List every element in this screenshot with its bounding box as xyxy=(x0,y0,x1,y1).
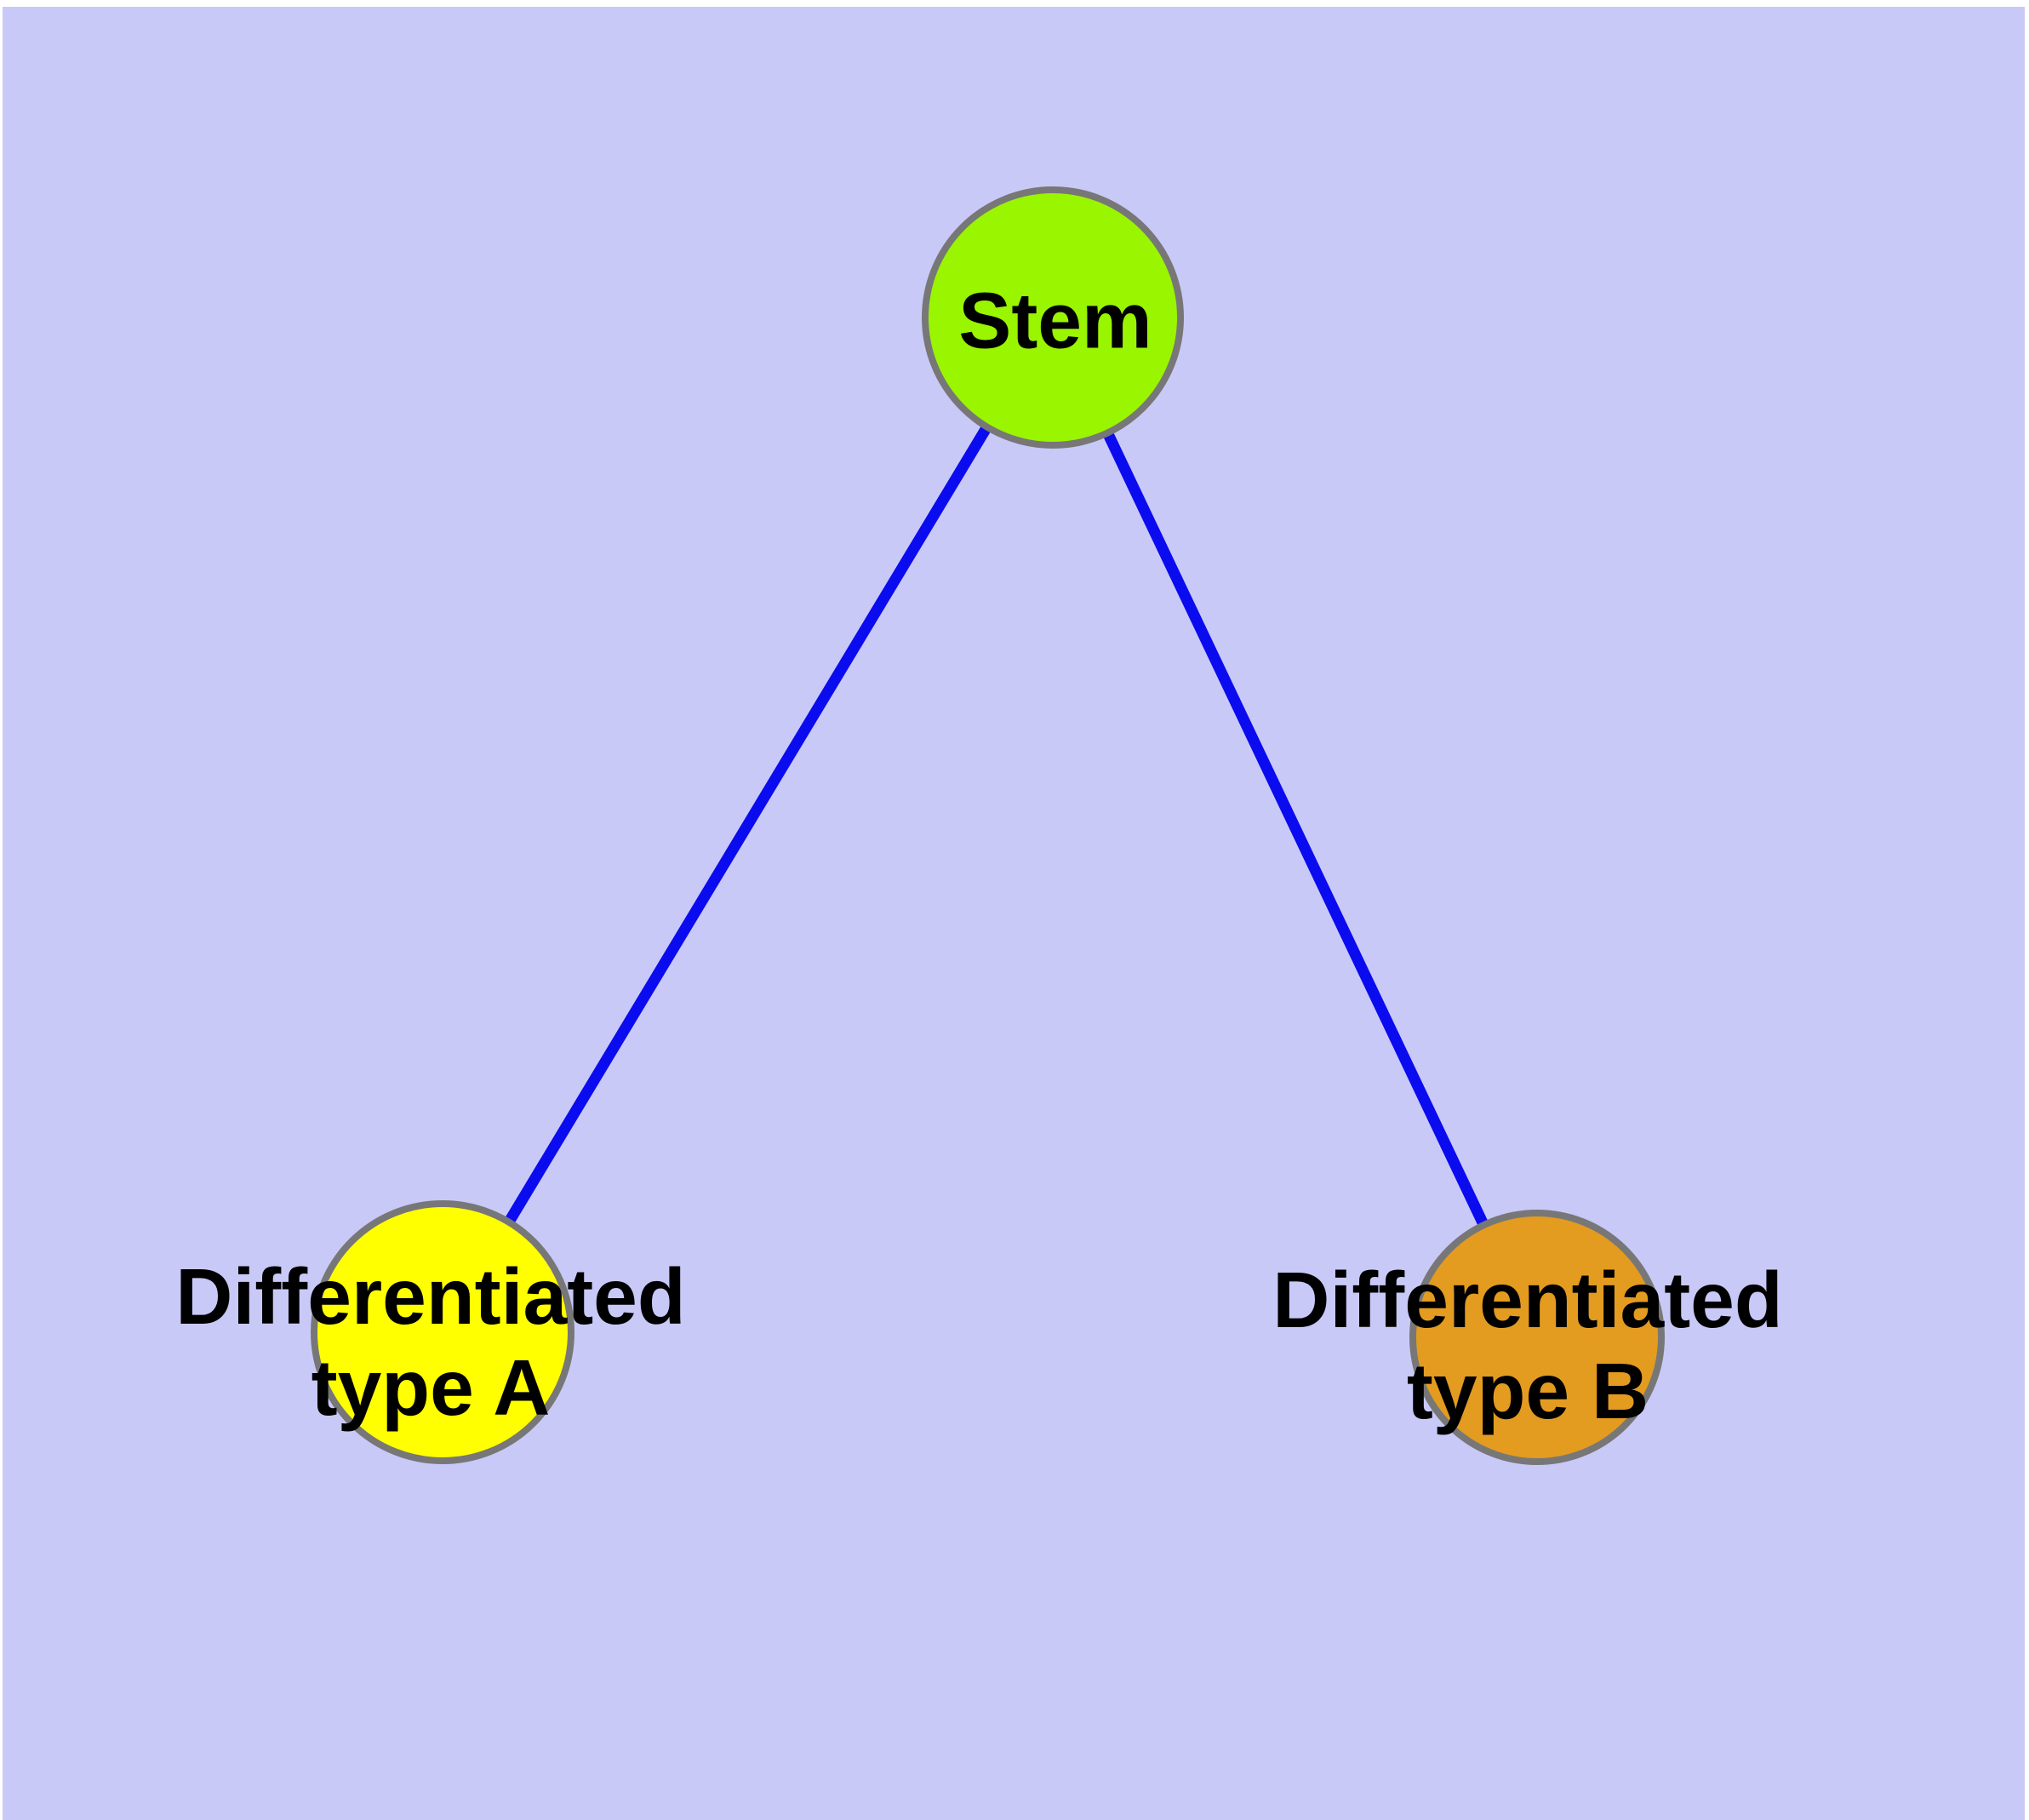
edge-stem-to-type-a xyxy=(437,312,1059,1338)
edge-stem-to-type-b xyxy=(1047,312,1543,1343)
node-type-a-circle xyxy=(311,1200,574,1464)
node-type-b-circle xyxy=(1409,1210,1665,1465)
node-stem-circle xyxy=(922,186,1184,449)
